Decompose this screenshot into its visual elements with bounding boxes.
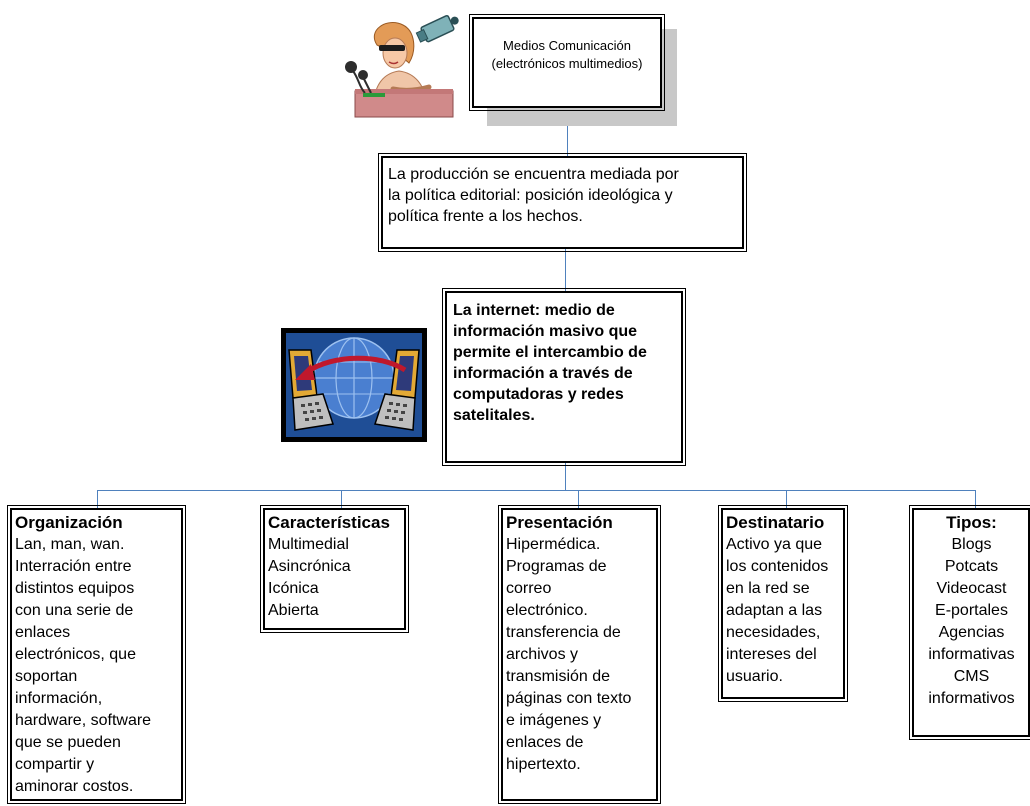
- presentacion-line: electrónico.: [506, 602, 588, 619]
- organizacion-line: Lan, man, wan.: [15, 536, 125, 553]
- organizacion-line: distintos equipos: [15, 580, 135, 597]
- speaker-clipart-icon: [345, 14, 459, 118]
- internet-line-5: computadoras y redes: [453, 386, 624, 403]
- tipos-line: Agencias: [938, 624, 1005, 641]
- organizacion-line: que se pueden: [15, 734, 121, 751]
- presentacion-line: enlaces de: [506, 734, 584, 751]
- organizacion-line: hardware, software: [15, 712, 152, 729]
- connector-to-presentacion: [578, 490, 579, 508]
- destinatario-line: intereses del: [726, 646, 817, 663]
- tipos-line: Videocast: [936, 580, 1007, 597]
- presentacion-line: páginas con texto: [506, 690, 632, 707]
- organizacion-line: con una serie de: [15, 602, 134, 619]
- connector-to-organizacion: [97, 490, 98, 508]
- tipos-line: Potcats: [944, 558, 999, 575]
- tipos-line: E-portales: [935, 602, 1008, 619]
- connector-top-to-policy: [567, 108, 568, 156]
- destinatario-box: Destinatario Activo ya que los contenido…: [718, 505, 848, 702]
- tipos-box: Tipos: Blogs Potcats Videocast E-portale…: [909, 505, 1030, 740]
- organizacion-box: Organización Lan, man, wan. Interración …: [7, 505, 186, 804]
- internet-line-1: La internet: medio de: [453, 302, 615, 319]
- destinatario-line: necesidades,: [726, 624, 821, 641]
- presentacion-line: archivos y: [506, 646, 579, 663]
- caracteristicas-line: Abierta: [268, 602, 319, 619]
- presentacion-line: transmisión de: [506, 668, 611, 685]
- policy-line-2: la política editorial: posición ideológi…: [388, 187, 673, 204]
- destinatario-title: Destinatario: [726, 513, 825, 532]
- destinatario-line: en la red se: [726, 580, 810, 597]
- organizacion-line: enlaces: [15, 624, 71, 641]
- organizacion-line: aminorar costos.: [15, 778, 134, 795]
- presentacion-box: Presentación Hipermédica. Programas de c…: [498, 505, 661, 804]
- connector-internet-down: [565, 463, 566, 490]
- organizacion-line: soportan: [15, 668, 78, 685]
- internet-line-2: información masivo que: [453, 323, 638, 340]
- presentacion-line: Programas de: [506, 558, 607, 575]
- connector-policy-to-internet: [565, 249, 566, 291]
- connector-to-caracteristicas: [341, 490, 342, 508]
- caracteristicas-box: Características Multimedial Asincrónica …: [260, 505, 409, 633]
- presentacion-line: e imágenes y: [506, 712, 602, 729]
- presentacion-line: Hipermédica.: [506, 536, 601, 553]
- tipos-title: Tipos:: [946, 513, 997, 532]
- tipos-line: informativas: [928, 646, 1015, 663]
- organizacion-line: información,: [15, 690, 103, 707]
- medios-comunicacion-box: Medios Comunicación (electrónicos multim…: [469, 14, 665, 111]
- presentacion-title: Presentación: [506, 513, 613, 532]
- destinatario-line: usuario.: [726, 668, 783, 685]
- top-line-2: (electrónicos multimedios): [491, 56, 643, 71]
- policy-line-3: política frente a los hechos.: [388, 208, 583, 225]
- internet-line-6: satelitales.: [453, 407, 535, 424]
- organizacion-line: Interración entre: [15, 558, 132, 575]
- network-computers-clipart-icon: [281, 328, 427, 442]
- destinatario-line: los contenidos: [726, 558, 829, 575]
- connector-horizontal-bus: [97, 490, 976, 491]
- internet-line-4: información a través de: [453, 365, 633, 382]
- presentacion-line: hipertexto.: [506, 756, 581, 773]
- caracteristicas-line: Multimedial: [268, 536, 349, 553]
- tipos-line: Blogs: [951, 536, 992, 553]
- presentacion-line: transferencia de: [506, 624, 621, 641]
- internet-box: La internet: medio de información masivo…: [442, 288, 686, 466]
- organizacion-line: compartir y: [15, 756, 95, 773]
- organizacion-line: electrónicos, que: [15, 646, 136, 663]
- caracteristicas-line: Asincrónica: [268, 558, 351, 575]
- destinatario-line: Activo ya que: [726, 536, 823, 553]
- politica-editorial-box: La producción se encuentra mediada por l…: [378, 153, 747, 252]
- connector-to-destinatario: [786, 490, 787, 508]
- organizacion-title: Organización: [15, 513, 123, 532]
- policy-line-1: La producción se encuentra mediada por: [388, 166, 679, 183]
- internet-line-3: permite el intercambio de: [453, 344, 647, 361]
- presentacion-line: correo: [506, 580, 552, 597]
- top-line-1: Medios Comunicación: [503, 38, 631, 53]
- destinatario-line: adaptan a las: [726, 602, 823, 619]
- caracteristicas-title: Características: [268, 513, 390, 532]
- tipos-line: CMS: [953, 668, 990, 685]
- connector-to-tipos: [975, 490, 976, 508]
- caracteristicas-line: Icónica: [268, 580, 319, 597]
- tipos-line: informativos: [928, 690, 1015, 707]
